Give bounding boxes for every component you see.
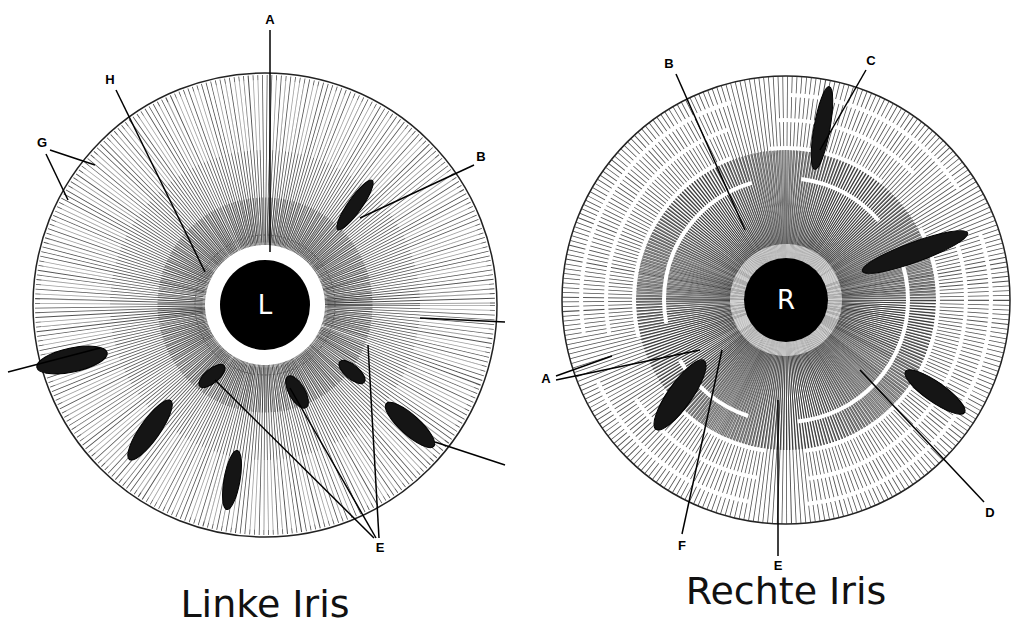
callout-letter: E: [772, 559, 785, 573]
callout-letter: A: [263, 13, 276, 27]
callout-letter: F: [676, 539, 688, 553]
callout-letter: G: [35, 136, 49, 150]
pupil-letter: R: [777, 285, 795, 315]
left-pupil: L: [220, 260, 310, 350]
iris-caption: Rechte Iris: [502, 570, 1013, 614]
left-iris-drawing: [8, 30, 505, 538]
right-iris: Rechte IrisR: [562, 76, 1010, 524]
right-pupil: R: [744, 258, 828, 342]
left-iris: Linke IrisL: [33, 73, 497, 537]
callout-letter: H: [103, 73, 116, 87]
pupil-letter: L: [258, 290, 273, 320]
callout-letter: B: [662, 57, 675, 71]
callout-letter: B: [474, 150, 487, 164]
iris-caption: Linke Iris: [0, 583, 557, 627]
callout-letter: E: [374, 541, 387, 555]
callout-letter: A: [539, 372, 552, 386]
callout-letter: D: [983, 506, 996, 520]
right-iris-drawing: [556, 70, 1010, 556]
callout-letter: C: [864, 54, 877, 68]
